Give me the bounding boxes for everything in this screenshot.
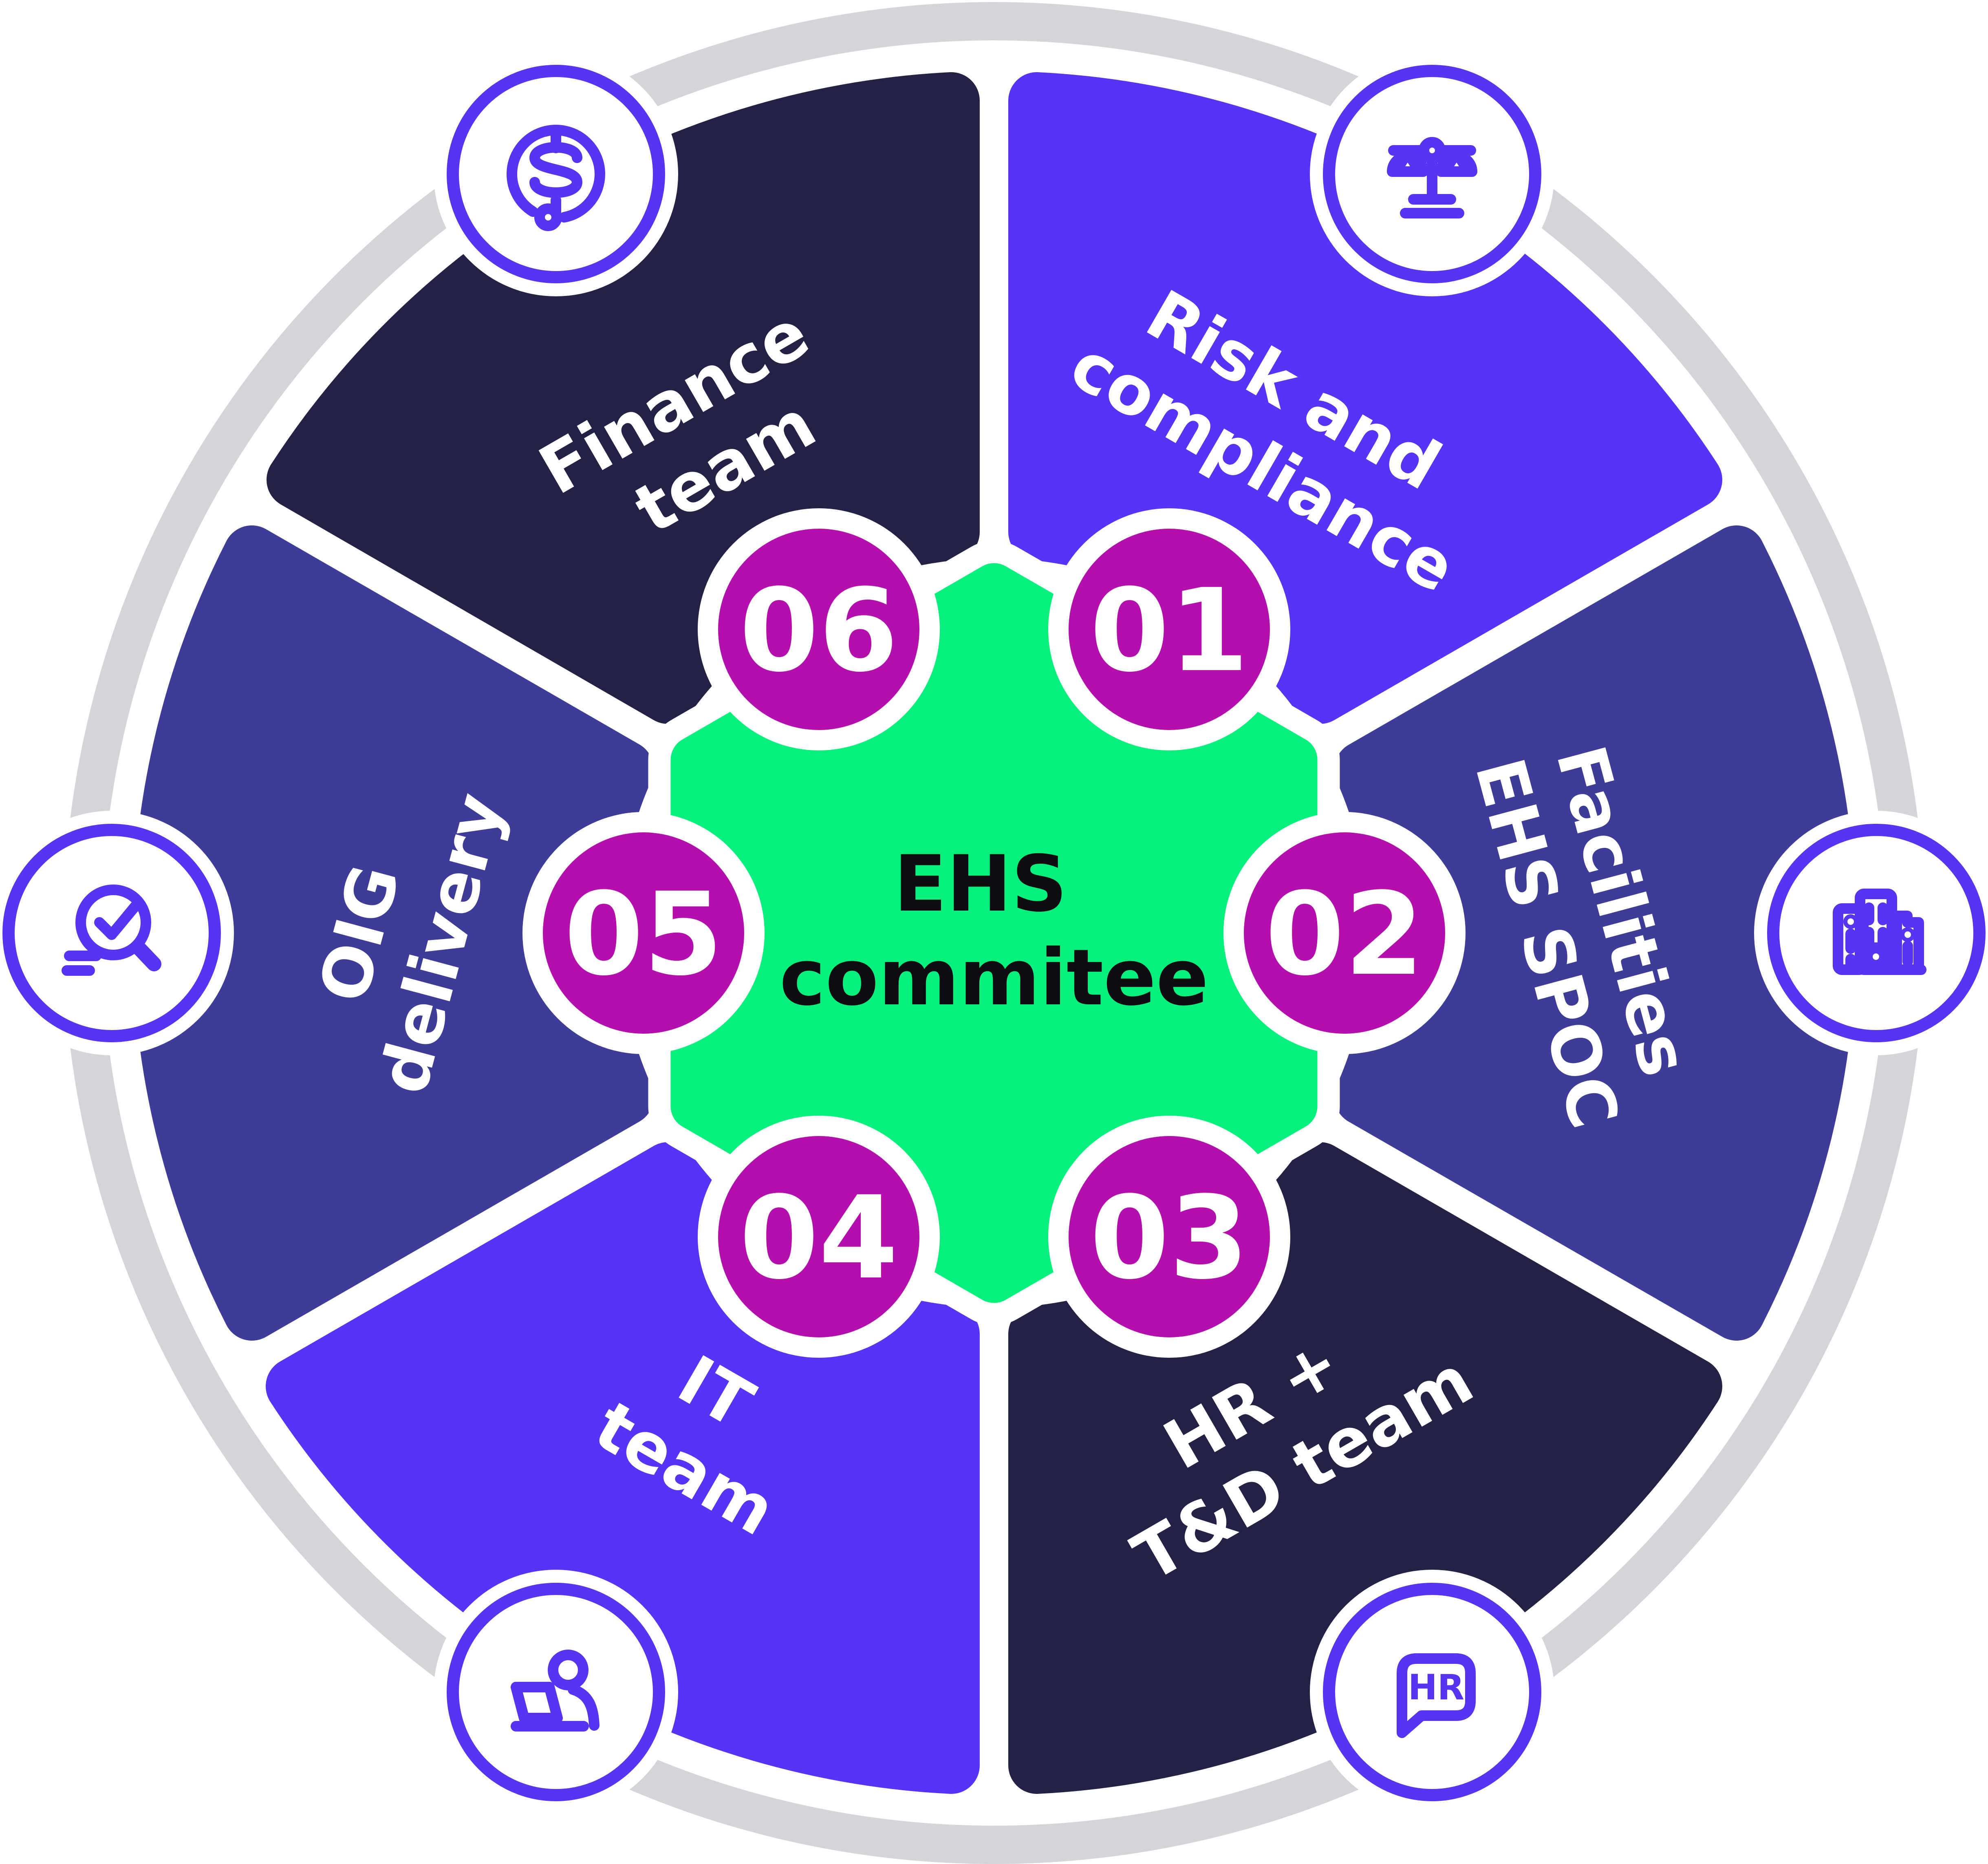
badge-01: 01 (1048, 508, 1290, 750)
badge-01-number: 01 (1090, 565, 1249, 697)
dollar-icon (434, 52, 678, 296)
center-hexagon: EHS commitee (648, 540, 1340, 1326)
center-hexagon-fill (670, 563, 1318, 1303)
badge-06: 06 (698, 508, 940, 750)
person-laptop-icon (434, 1570, 678, 1814)
badge-04: 04 (698, 1116, 940, 1358)
magnifier-check-icon (0, 811, 234, 1055)
outer-icons: HR (0, 52, 1988, 1814)
badge-02-number: 02 (1265, 868, 1424, 1001)
badge-05-number: 05 (564, 868, 723, 1001)
buildings-icon (1754, 811, 1988, 1055)
badge-06-number: 06 (739, 565, 898, 697)
number-badges: 01 02 03 04 05 06 (522, 508, 1466, 1358)
badge-03-number: 03 (1090, 1172, 1249, 1305)
badge-04-number: 04 (739, 1172, 898, 1305)
scales-icon (1310, 52, 1554, 296)
hr-icon-text: HR (1408, 1667, 1464, 1708)
badge-02: 02 (1223, 812, 1466, 1054)
hr-chat-icon: HR (1310, 1570, 1554, 1814)
center-title: EHS commitee (780, 839, 1209, 1023)
badge-03: 03 (1048, 1116, 1290, 1358)
badge-05: 05 (522, 812, 765, 1054)
